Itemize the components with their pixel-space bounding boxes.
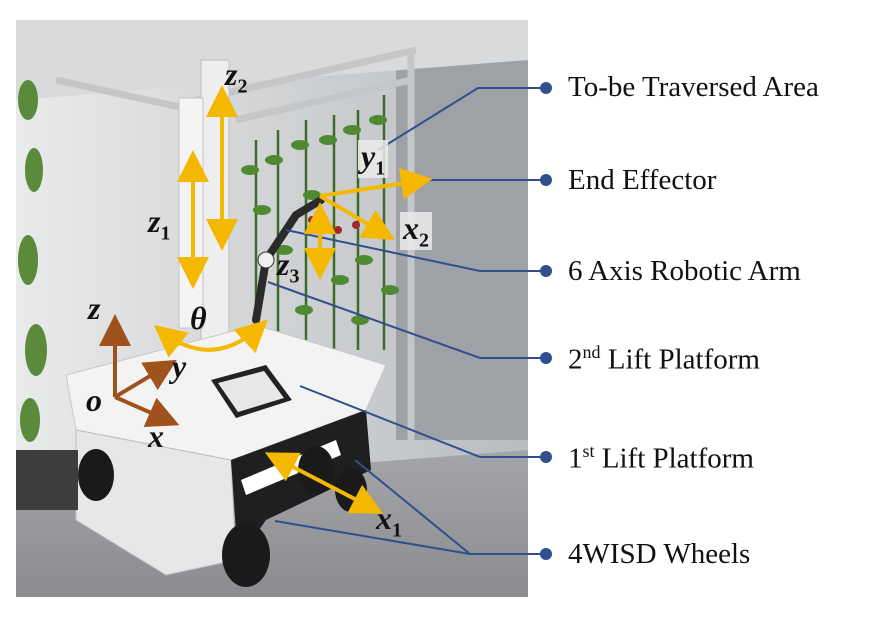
callout-wheels: 4WISD Wheels xyxy=(568,538,751,570)
callout-robotic-arm: 6 Axis Robotic Arm xyxy=(568,255,801,287)
ceiling xyxy=(16,20,528,100)
side-box xyxy=(16,450,78,510)
x2-label: x2 xyxy=(400,212,432,251)
z3-label: z3 xyxy=(277,246,300,288)
z2-label: z2 xyxy=(225,56,248,98)
origin-o-label: o xyxy=(86,382,102,418)
origin-y-label: y xyxy=(172,348,187,384)
left-plants xyxy=(18,80,47,442)
callout-lift-1: 1st Lift Platform xyxy=(568,441,754,475)
lift-column-2 xyxy=(178,97,204,329)
arm-joint xyxy=(257,251,275,269)
origin-z-label: z xyxy=(88,290,101,326)
y1-label: y1 xyxy=(358,140,389,179)
callout-lift-2: 2nd Lift Platform xyxy=(568,342,760,376)
x1-label: x1 xyxy=(376,500,402,542)
tablet-screen xyxy=(218,371,284,412)
origin-x-label: x xyxy=(148,418,164,454)
theta-label: θ xyxy=(190,300,207,336)
leader-dots xyxy=(540,82,552,560)
callout-end-effector: End Effector xyxy=(568,164,717,196)
callout-traversed-area: To-be Traversed Area xyxy=(568,71,819,103)
z1-label: z1 xyxy=(148,203,171,245)
